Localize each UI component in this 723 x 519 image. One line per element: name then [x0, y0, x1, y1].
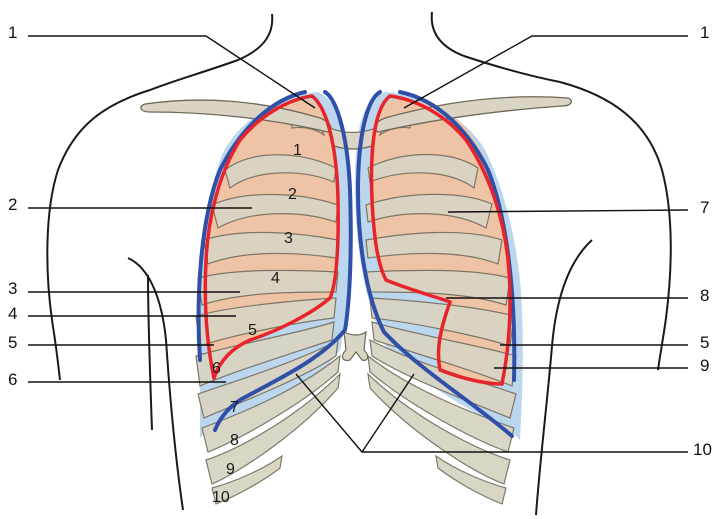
arm-left-inner [148, 275, 152, 430]
rib-number-4: 4 [271, 271, 280, 287]
neck-left [150, 14, 272, 90]
callout-left-3: 3 [8, 280, 17, 297]
rib-number-7: 7 [230, 400, 239, 416]
arm-left [128, 258, 183, 510]
callout-right-7: 7 [700, 199, 709, 216]
manubrium [330, 128, 376, 149]
callout-left-4: 4 [8, 305, 17, 322]
arm-right [536, 240, 592, 515]
callout-left-1: 1 [8, 24, 17, 41]
callout-right-1: 1 [700, 24, 709, 41]
leader-left-1 [28, 36, 315, 108]
rib-number-6: 6 [212, 361, 221, 377]
rib-number-10: 10 [212, 490, 230, 506]
rib-number-3: 3 [284, 231, 293, 247]
callout-right-10: 10 [693, 441, 712, 458]
rib-number-2: 2 [288, 187, 297, 203]
callout-right-8: 8 [700, 287, 709, 304]
rib-number-9: 9 [226, 462, 235, 478]
body-outline [47, 12, 670, 515]
clavicles [141, 97, 572, 132]
rib-number-8: 8 [230, 433, 239, 449]
callout-left-2: 2 [8, 196, 17, 213]
neck-right [432, 12, 560, 82]
callout-right-9: 9 [700, 357, 709, 374]
rib-number-5: 5 [248, 323, 257, 339]
xiphoid [343, 332, 368, 360]
rib-number-1: 1 [293, 143, 302, 159]
shoulder-right [560, 82, 671, 370]
callout-left-5: 5 [8, 334, 17, 351]
shoulder-left [47, 90, 150, 380]
callout-right-5: 5 [700, 334, 709, 351]
callout-left-6: 6 [8, 371, 17, 388]
